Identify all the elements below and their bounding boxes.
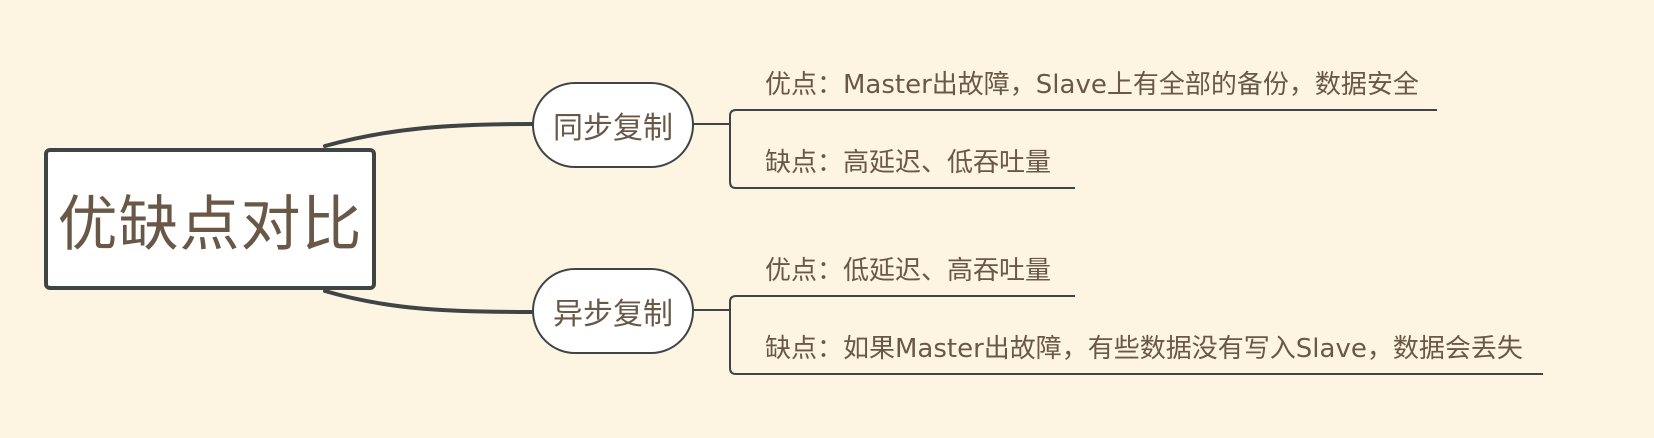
branch-node-label: 异步复制 [553,297,673,332]
branch-node-label: 同步复制 [553,111,673,146]
branch-1-leaf-1-connector [729,109,1437,124]
root-to-branch-1-connector [323,122,534,148]
branch-1-leaf-2-connector [729,124,1075,189]
root-node-label: 优缺点对比 [57,189,363,260]
leaf-sync-pros[interactable]: 优点：Master出故障，Slave上有全部的备份，数据安全 [765,70,1419,100]
branch-2-leaf-1-connector [729,295,1075,310]
leaf-async-cons[interactable]: 缺点：如果Master出故障，有些数据没有写入Slave，数据会丢失 [765,334,1523,364]
branch-node-async-replication[interactable]: 异步复制 [532,268,694,354]
branch-2-leaf-2-connector [729,310,1543,375]
root-node[interactable]: 优缺点对比 [44,148,376,290]
leaf-async-pros[interactable]: 优点：低延迟、高吞吐量 [765,256,1052,286]
branch-node-sync-replication[interactable]: 同步复制 [532,82,694,168]
root-to-branch-2-connector [323,289,534,314]
leaf-sync-cons[interactable]: 缺点：高延迟、低吞吐量 [765,148,1052,178]
